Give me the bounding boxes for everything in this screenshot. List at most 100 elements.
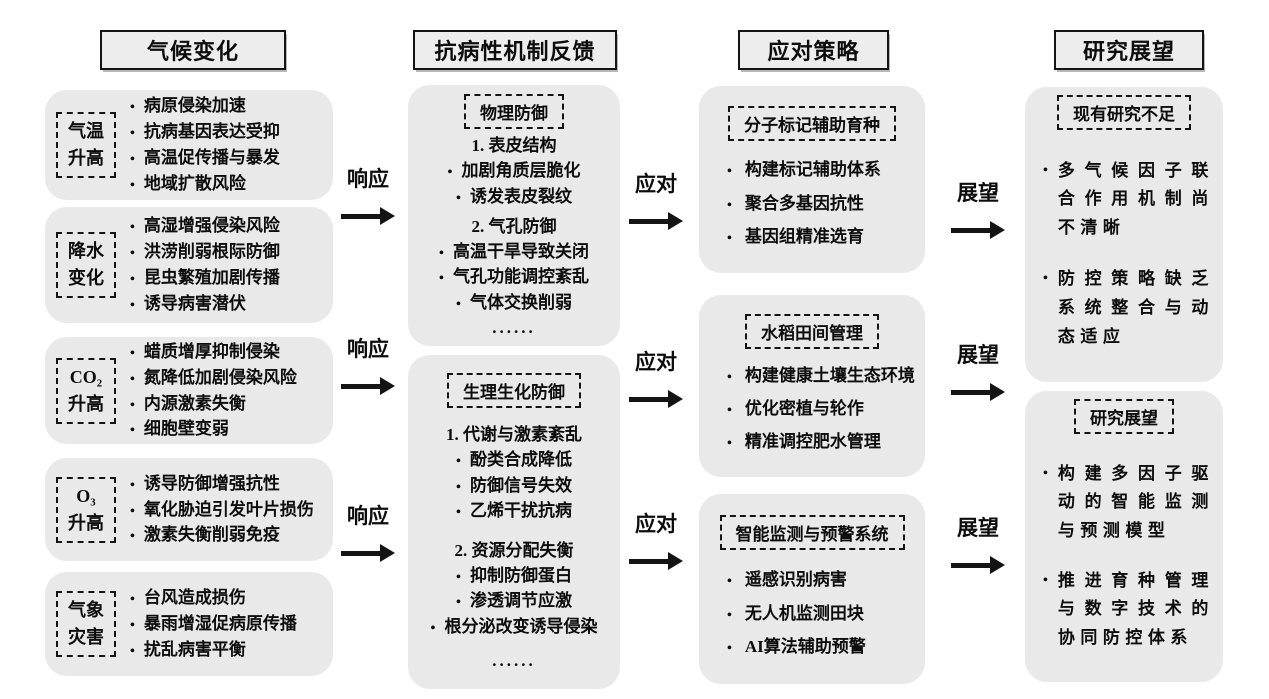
box-smart-monitoring-warning: 智能监测与预警系统•遥感识别病害•无人机监测田块•AI算法辅助预警 [699,494,925,684]
bullet-text: 构建健康土壤生态环境 [744,366,915,386]
bullet-text: 加剧角质层脆化 [461,161,581,180]
bullet-item: • 遥感识别病害 [705,563,919,596]
bullet-icon: • [447,165,453,180]
factor-label-line: 气温 [68,121,104,141]
bullet-item: •AI算法辅助预警 [705,630,919,663]
bullet-text: 高温干旱导致关闭 [452,241,589,261]
bullet-icon: • [456,569,461,585]
defense-section: 1. 代谢与激素紊乱•酚类合成降低•防御信号失效•乙烯干扰抗病 [446,420,582,524]
bullet-item: • 精准调控肥水管理 [705,425,919,458]
defense-section: 2. 资源分配失衡•抑制防御蛋白•渗透调节应激•根分泌改变诱导侵染 [431,536,598,640]
category-label-box: 分子标记辅助育种 [728,106,896,142]
right-arrow-icon [629,390,683,408]
bullet-item: • 气孔功能调控紊乱 [439,264,589,290]
bullet-text: 优化密植与轮作 [744,399,864,419]
bullet-icon: • [130,297,135,313]
bullet-list: •构建多因子驱动的智能监测与预测模型•推进育种管理与数字技术的协同防控体系 [1031,438,1217,674]
bullet-item: •无人机监测田块 [705,597,919,630]
bullet-icon: • [130,643,135,659]
bullet-icon: • [130,126,135,142]
factor-label-line: CO₂ [69,366,103,387]
bullet-item: •高温干旱导致关闭 [439,239,589,265]
bullet-text: 洪涝削弱根际防御 [143,242,280,262]
arrow-label: 响应 [347,504,389,528]
box-air-temperature-rise: 气温升高•病原侵染加速•抗病基因表达受抑•高温促传播与暴发•地域扩散风险 [45,90,333,200]
bullet-item: •内源激素失衡 [130,391,325,417]
bullet-icon: • [1043,271,1048,287]
bullet-text: 精准调控肥水管理 [744,432,881,452]
bullet-item: •构建标记辅助体系 [705,153,919,186]
bullet-icon: • [130,503,135,519]
factor-label-line: 气象 [68,600,104,620]
bullet-icon: • [727,607,732,623]
bullet-icon: • [130,177,135,193]
bullet-text: 气体交换削弱 [469,292,572,312]
box-precipitation-change: 降水变化 •高湿增强侵染风险 • 洪涝削弱根际防御 •昆虫繁殖加剧传播 • 诱导病害潜伏 [45,207,333,323]
bullet-item: • 加剧角质层脆化 [448,158,581,184]
box-molecular-marker-breeding: 分子标记辅助育种•构建标记辅助体系•聚合多基因抗性•基因组精准选育 [699,86,925,273]
bullet-text: 氮降低加剧侵染风险 [143,367,297,387]
category-label-box: 现有研究不足 [1057,95,1191,130]
bullet-list: •遥感识别病害•无人机监测田块•AI算法辅助预警 [705,563,919,662]
bullet-icon: • [439,271,444,286]
bullet-list: • 构建健康土壤生态环境 •优化密植与轮作 • 精准调控肥水管理 [705,359,919,458]
arrow-label: 响应 [347,167,389,191]
bullet-icon: • [727,230,732,246]
bullet-text: 病原侵染加速 [143,96,246,116]
bullet-item: •优化密植与轮作 [705,392,919,425]
arrow-respond-1: 响应 [337,163,399,225]
bullet-icon: • [456,595,461,610]
bullet-icon: • [456,479,461,495]
factor-label-line: 降水 [68,241,104,261]
bullet-icon: • [456,505,461,520]
arrow-cope-2: 应对 [625,346,687,408]
bullet-icon: • [130,246,135,262]
bullet-icon: • [456,296,461,312]
bullet-icon: • [727,370,732,386]
category-label-box: 生理生化防御 [447,373,581,408]
defense-section: 1. 表皮结构•加剧角质层脆化•诱发表皮裂纹 [448,131,581,209]
bullet-item: •酚类合成降低 [456,447,572,473]
right-arrow-icon [629,212,683,230]
bullet-text: 防控策略缺乏系统整合与动态适应 [1057,269,1214,346]
bullet-icon: • [430,620,436,636]
factor-label-line: 变化 [68,268,104,288]
factor-label-box: 降水变化 [56,232,116,298]
bullet-text: 气孔功能调控紊乱 [452,267,589,286]
bullet-text: 台风造成损伤 [143,588,246,608]
bullet-item: •高湿增强侵染风险 [130,213,325,239]
bullet-text: 蜡质增厚抑制侵染 [143,341,280,361]
header-climate-change: 气候变化 [100,30,286,70]
bullet-icon: • [130,152,135,167]
bullet-text: 遥感识别病害 [744,570,847,590]
bullet-item: • 洪涝削弱根际防御 [130,239,325,265]
bullet-icon: • [727,574,732,590]
bullet-icon: • [456,190,461,206]
bullet-item: •根分泌改变诱导侵染 [431,614,598,640]
bullet-item: • 构建健康土壤生态环境 [705,359,919,392]
right-arrow-icon [341,544,395,562]
bullet-icon: • [130,592,135,608]
bullet-item: •聚合多基因抗性 [705,187,919,220]
bullet-icon: • [727,436,732,452]
header-research-prospects: 研究展望 [1054,30,1204,70]
bullet-text: AI算法辅助预警 [744,636,866,656]
box-future-research-prospects: 研究展望 •构建多因子驱动的智能监测与预测模型•推进育种管理与数字技术的协同防控体… [1025,391,1223,682]
bullet-item: • 气体交换削弱 [456,290,572,316]
bullet-item: •细胞壁变弱 [130,416,325,442]
bullet-item: •防御信号失效 [456,473,572,499]
bullet-icon: • [1043,465,1048,481]
bullet-item: •氮降低加剧侵染风险 [130,365,325,391]
header-resistance-mechanism-feedback: 抗病性机制反馈 [413,30,617,70]
arrow-prospect-1: 展望 [947,177,1009,239]
box-rice-field-management: 水稻田间管理•构建健康土壤生态环境•优化密植与轮作•精准调控肥水管理 [699,295,925,477]
bullet-icon: • [130,100,135,116]
bullet-text: 诱导病害潜伏 [143,293,246,313]
arrow-label: 展望 [957,181,999,205]
bullet-item: •昆虫繁殖加剧传播 [130,265,325,291]
factor-label-box: 气象灾害 [56,591,116,657]
category-label-box: 研究展望 [1074,399,1174,434]
section-title: 2. 资源分配失衡 [454,540,574,560]
bullet-item: •推进育种管理与数字技术的协同防控体系 [1031,567,1217,653]
